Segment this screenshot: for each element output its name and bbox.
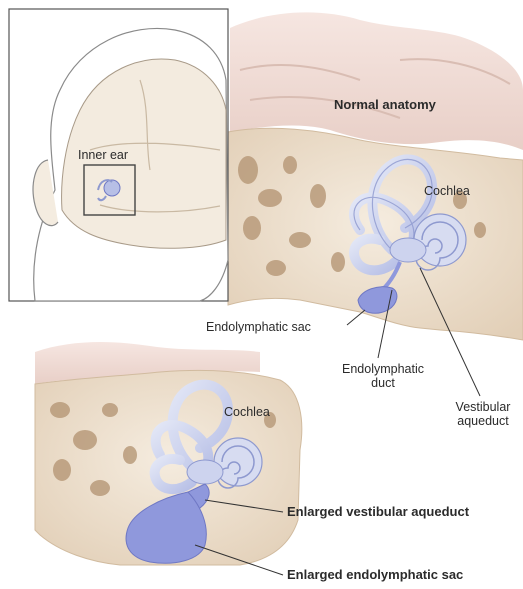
label-vestibular-aqueduct-line1: Vestibular bbox=[448, 400, 518, 414]
label-vestibular-aqueduct-line2: aqueduct bbox=[448, 414, 518, 428]
leader-endolymphatic-sac bbox=[347, 310, 365, 325]
label-endolymphatic-sac: Endolymphatic sac bbox=[206, 320, 311, 334]
label-endolymphatic-duct-line2: duct bbox=[338, 376, 428, 390]
label-vestibular-aqueduct: Vestibular aqueduct bbox=[448, 400, 518, 429]
vestibule-top bbox=[390, 238, 426, 262]
label-enlarged-endolymphatic-sac: Enlarged endolymphatic sac bbox=[287, 568, 463, 583]
label-endolymphatic-duct-line1: Endolymphatic bbox=[338, 362, 428, 376]
label-inner-ear: Inner ear bbox=[78, 148, 128, 162]
normal-anatomy-panel bbox=[228, 12, 523, 340]
enlarged-anatomy-panel bbox=[35, 342, 302, 565]
label-normal-anatomy: Normal anatomy bbox=[334, 98, 436, 113]
label-endolymphatic-duct: Endolymphatic duct bbox=[338, 362, 428, 391]
vestibule-bottom bbox=[187, 460, 223, 484]
label-cochlea-top: Cochlea bbox=[424, 184, 470, 198]
label-enlarged-vestibular-aqueduct: Enlarged vestibular aqueduct bbox=[287, 505, 469, 520]
label-cochlea-bottom: Cochlea bbox=[224, 405, 270, 419]
